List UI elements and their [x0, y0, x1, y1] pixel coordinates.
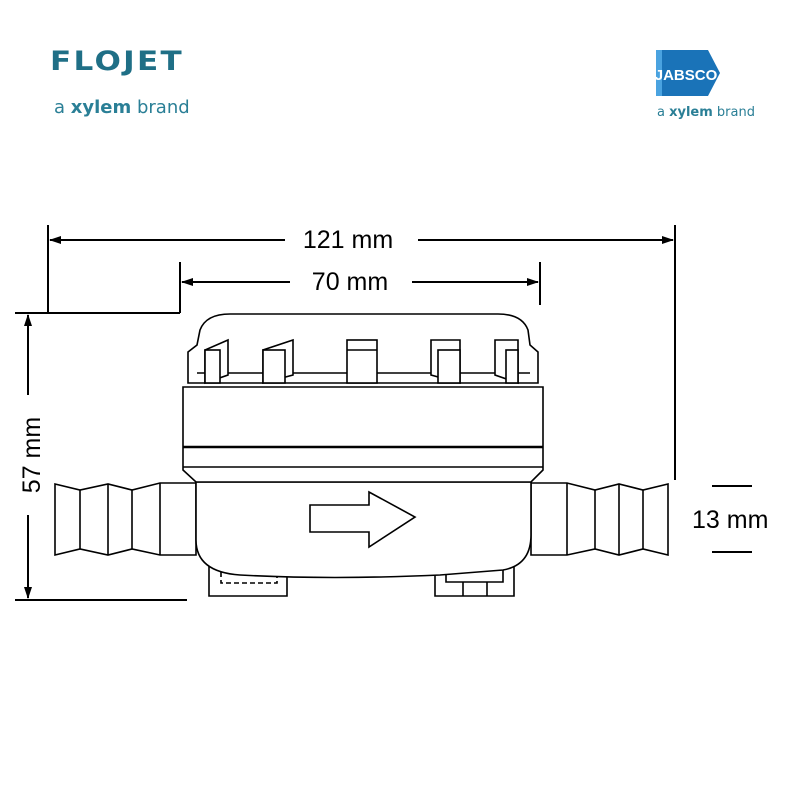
length-dimension-label: 121 mm [303, 226, 393, 254]
flow-arrow-icon [309, 490, 417, 549]
housing-band [182, 386, 544, 483]
svg-text:JABSCO: JABSCO [656, 67, 718, 84]
cap-tabs [204, 338, 519, 385]
height-dimension-label: 57 mm [18, 417, 46, 493]
jabsco-tagline: a xylem brand [657, 105, 755, 120]
width-dimension-label: 70 mm [312, 268, 388, 296]
hose-dimension-label: 13 mm [692, 506, 768, 534]
flojet-tagline: a xylem brand [54, 97, 190, 118]
flojet-logo: FLOJET [50, 46, 185, 77]
right-hose-barb [530, 482, 669, 557]
dimension-lines [15, 225, 752, 601]
jabsco-logo: JABSCO [656, 50, 720, 96]
left-hose-barb [54, 482, 197, 557]
strainer-body [54, 313, 669, 597]
